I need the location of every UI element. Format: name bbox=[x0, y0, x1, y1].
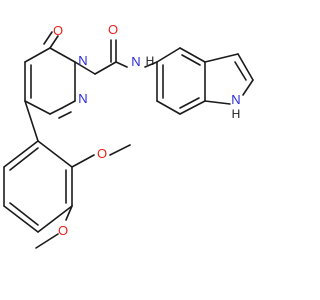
bond bbox=[49, 35, 59, 49]
bond bbox=[9, 202, 39, 226]
atom-label-oxygen: O bbox=[58, 223, 68, 238]
atom-label-oxygen: O bbox=[97, 146, 107, 161]
bond bbox=[156, 100, 181, 115]
bond bbox=[179, 47, 206, 63]
bond bbox=[43, 31, 53, 45]
indole-ring bbox=[156, 47, 254, 115]
bond bbox=[37, 140, 73, 168]
atom-label-nitrogen: N bbox=[231, 92, 240, 107]
bond bbox=[71, 154, 95, 168]
bond bbox=[9, 147, 39, 171]
atom-label-hydrogen: H bbox=[146, 54, 155, 68]
bond bbox=[94, 61, 117, 75]
atom-label-hydrogen: H bbox=[232, 107, 241, 121]
bond bbox=[61, 100, 76, 109]
bond bbox=[115, 61, 128, 68]
bond bbox=[24, 47, 51, 63]
molecule-structure: O N N O N H N H O O bbox=[3, 22, 254, 249]
structure-canvas: O N N O N H N H O O bbox=[3, 22, 254, 249]
bond bbox=[49, 47, 76, 63]
bond bbox=[35, 233, 59, 249]
bond bbox=[242, 79, 254, 96]
bond bbox=[49, 107, 63, 115]
atom-label-nitrogen: N bbox=[131, 54, 140, 69]
bond bbox=[3, 140, 39, 168]
bond bbox=[24, 100, 39, 142]
atom-label-oxygen: O bbox=[108, 22, 118, 37]
bond bbox=[179, 100, 206, 115]
bond bbox=[156, 47, 181, 63]
bond bbox=[204, 100, 231, 105]
bond bbox=[65, 205, 73, 221]
bond bbox=[37, 205, 73, 233]
atom-label-oxygen: O bbox=[53, 23, 63, 38]
bond bbox=[237, 53, 254, 81]
bond bbox=[181, 54, 201, 66]
bond bbox=[58, 111, 72, 119]
bond bbox=[204, 53, 239, 63]
dimethoxyphenyl-ring bbox=[3, 100, 73, 233]
bond bbox=[109, 144, 131, 156]
bond bbox=[234, 61, 247, 81]
pyridazinone-ring bbox=[24, 47, 76, 119]
bond bbox=[74, 61, 96, 75]
atom-label-nitrogen: N bbox=[78, 91, 87, 106]
bond bbox=[144, 61, 158, 68]
bond bbox=[179, 97, 200, 109]
atom-label-nitrogen: N bbox=[78, 53, 87, 68]
bond bbox=[3, 205, 39, 233]
bond bbox=[24, 100, 51, 115]
